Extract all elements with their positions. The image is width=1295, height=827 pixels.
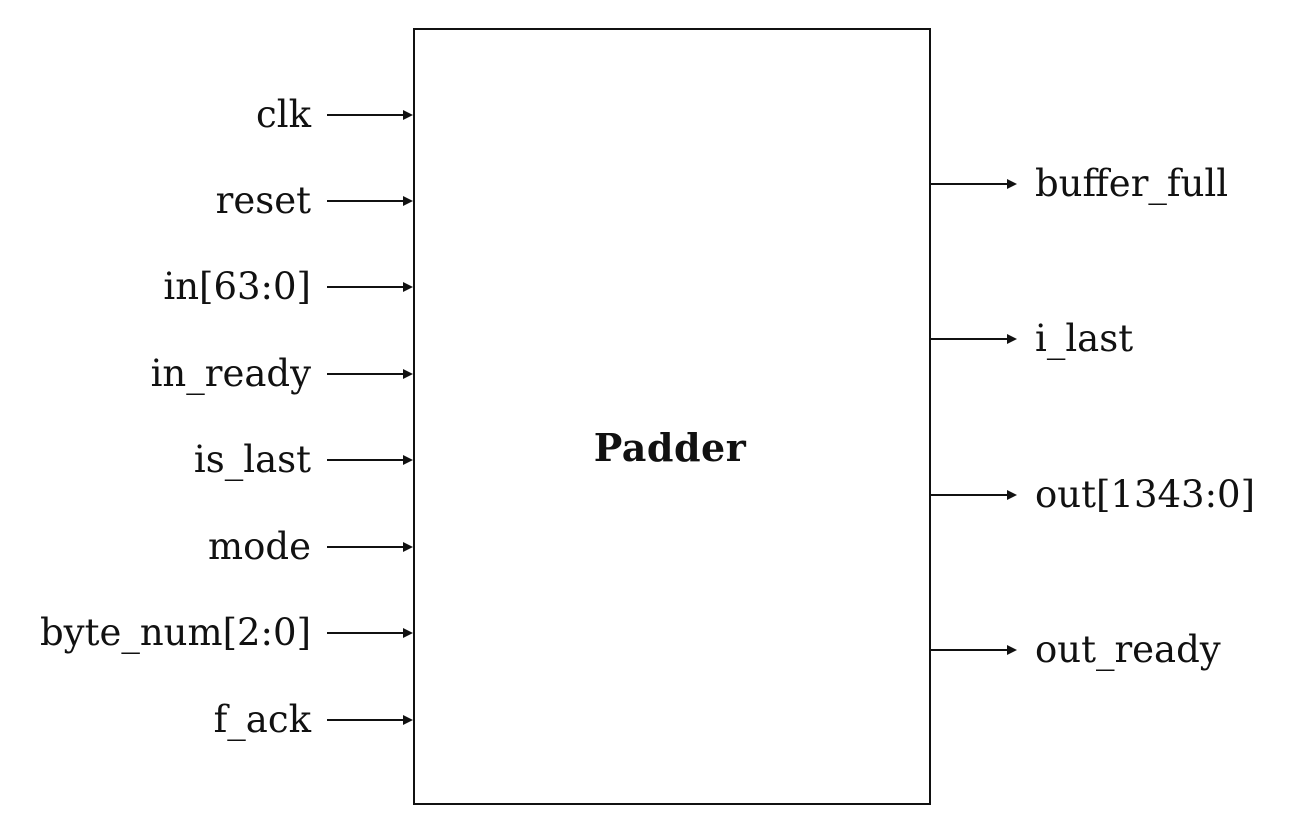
arrow-right-icon — [327, 714, 413, 726]
input-label: f_ack — [213, 698, 311, 741]
input-port-is-last: is_last — [0, 438, 413, 482]
input-label: mode — [208, 525, 311, 568]
input-port-reset: reset — [0, 179, 413, 223]
output-label: out_ready — [1035, 628, 1221, 671]
input-label: reset — [215, 179, 311, 222]
arrow-right-icon — [327, 109, 413, 121]
arrow-right-icon — [931, 178, 1017, 190]
arrow-right-icon — [327, 281, 413, 293]
input-port-byte-num: byte_num[2:0] — [0, 611, 413, 655]
input-port-clk: clk — [0, 93, 413, 137]
output-label: buffer_full — [1035, 162, 1229, 205]
input-label: is_last — [193, 438, 311, 481]
arrow-right-icon — [327, 195, 413, 207]
input-label: clk — [256, 93, 311, 136]
input-label: in_ready — [150, 352, 311, 395]
input-port-in: in[63:0] — [0, 265, 413, 309]
arrow-right-icon — [931, 489, 1017, 501]
arrow-right-icon — [931, 644, 1017, 656]
arrow-right-icon — [931, 333, 1017, 345]
arrow-right-icon — [327, 627, 413, 639]
input-port-in-ready: in_ready — [0, 352, 413, 396]
input-label: byte_num[2:0] — [39, 611, 311, 654]
block-title: Padder — [593, 425, 747, 470]
padder-block: Padder — [413, 28, 931, 805]
input-port-mode: mode — [0, 525, 413, 569]
arrow-right-icon — [327, 541, 413, 553]
output-port-out-ready: out_ready — [931, 628, 1295, 672]
input-label: in[63:0] — [163, 265, 311, 308]
output-port-i-last: i_last — [931, 317, 1295, 361]
input-port-f-ack: f_ack — [0, 698, 413, 742]
output-port-out: out[1343:0] — [931, 473, 1295, 517]
output-label: out[1343:0] — [1035, 473, 1256, 516]
output-port-buffer-full: buffer_full — [931, 162, 1295, 206]
arrow-right-icon — [327, 368, 413, 380]
output-label: i_last — [1035, 317, 1134, 360]
arrow-right-icon — [327, 454, 413, 466]
